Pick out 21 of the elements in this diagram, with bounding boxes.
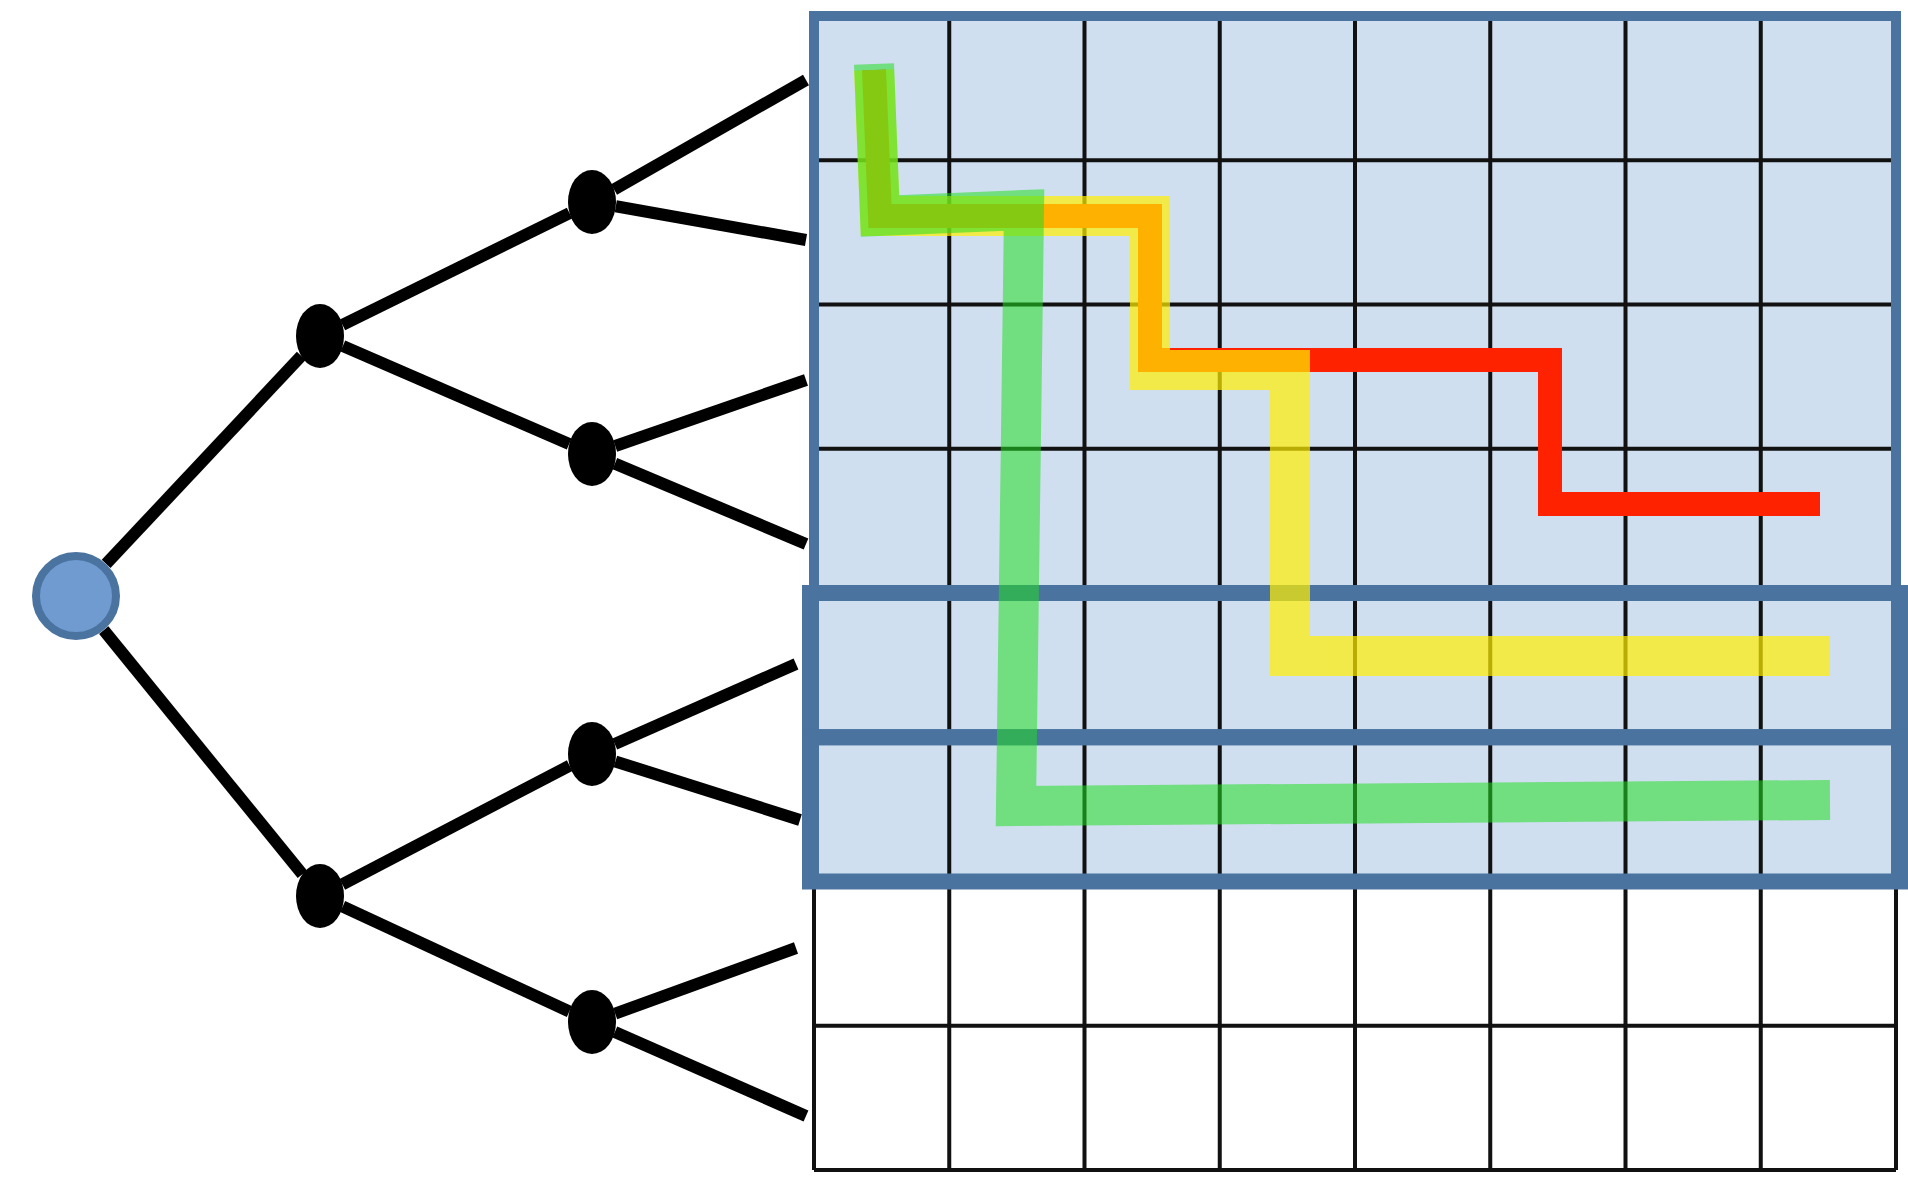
tree-node-dot <box>296 304 344 368</box>
tree-branch-line <box>612 658 799 750</box>
tree-branch-line <box>101 351 306 569</box>
tree-branch-line <box>99 626 307 879</box>
tree-branch-line <box>340 340 572 450</box>
tree-branch-line <box>339 207 573 331</box>
root-node-circle <box>32 552 120 640</box>
tree-node-dot <box>568 722 616 786</box>
tree-branch-line <box>612 1026 809 1122</box>
tree-branch-line <box>612 458 809 550</box>
tree-branch-line <box>613 755 802 826</box>
tree-branch-line <box>340 901 572 1017</box>
tree-branch-line <box>613 942 799 1020</box>
tree-branch-line <box>614 200 808 246</box>
tree-branch-line <box>613 374 808 452</box>
tree-node-dot <box>568 422 616 486</box>
tree-node-dot <box>568 990 616 1054</box>
tree-branch-line <box>611 74 809 195</box>
tree-branch-line <box>339 760 573 890</box>
tree-node-dot <box>296 864 344 928</box>
tree-node-dot <box>568 170 616 234</box>
